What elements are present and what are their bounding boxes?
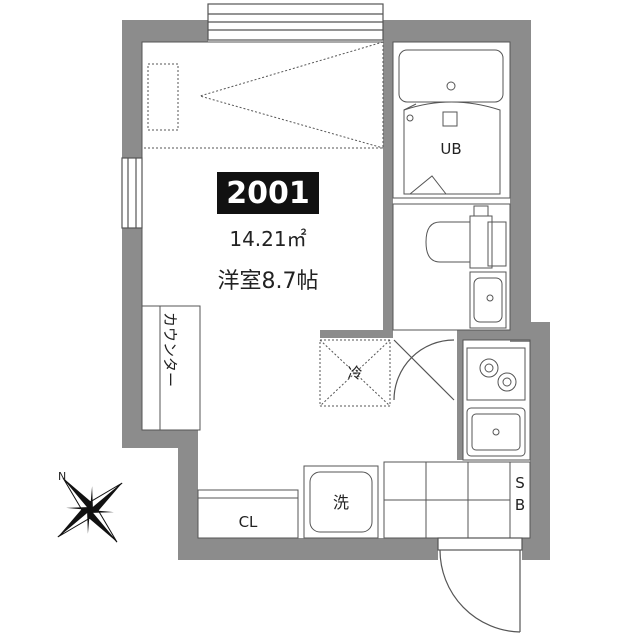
window-left: [121, 157, 143, 229]
washer-label: 洗: [333, 493, 349, 512]
bath-label: UB: [440, 140, 461, 158]
fridge-label: 冷: [347, 364, 362, 382]
wall-bottom-left: [178, 538, 438, 560]
unit-bath: [392, 41, 511, 199]
unit-badge-bg: [217, 172, 319, 214]
wall-left-upper: [122, 20, 142, 158]
kitchen-sink: [466, 407, 526, 457]
shower-valve: [406, 114, 414, 122]
bath-door: [409, 175, 447, 195]
stove: [466, 347, 526, 401]
wall-right-upper: [510, 20, 531, 342]
unit-number: 2001: [226, 176, 310, 211]
tub-drain: [446, 81, 456, 91]
entrance-floor: [383, 461, 511, 539]
wall-right-lower: [530, 322, 550, 560]
burner-1: [479, 358, 499, 378]
toilet-bowl: [425, 221, 471, 263]
toilet-paper: [487, 221, 507, 267]
walls: [122, 20, 550, 560]
wash-basin: [469, 271, 507, 329]
closet: [197, 489, 299, 539]
window-top: [207, 3, 384, 41]
toilet-pipe: [473, 205, 489, 217]
entrance-door: [437, 537, 523, 633]
shower-head: [403, 103, 417, 111]
shoe-box-label-b: B: [515, 496, 525, 514]
wall-top-left: [122, 20, 208, 42]
kitchen: [462, 339, 531, 461]
toilet-room: [392, 203, 511, 331]
wall-interior-ub: [383, 20, 393, 330]
counter: [141, 305, 201, 431]
shoe-box-label-s: S: [515, 474, 525, 492]
compass-icon: N: [57, 470, 123, 543]
unit-badge: 2001: [217, 172, 319, 214]
bath-floor: [403, 101, 501, 195]
wall-interior-kitchen: [457, 330, 530, 340]
burner-2: [497, 372, 517, 392]
washer: [303, 465, 379, 539]
counter-label: カウンター: [161, 312, 179, 387]
room-label: 洋室8.7帖: [218, 269, 319, 294]
wall-kitchen-side: [457, 330, 463, 460]
bed-pillow: [147, 63, 179, 131]
wall-interior-horizontal: [320, 330, 393, 338]
bed-blanket: [198, 41, 384, 149]
unit-area: 14.21㎡: [229, 227, 306, 251]
wall-left-lower: [122, 228, 142, 448]
room-door: [393, 339, 455, 401]
wall-lower-left: [178, 430, 198, 560]
toilet-tank: [469, 215, 493, 269]
bed: [141, 41, 384, 149]
fridge: [319, 339, 391, 407]
bathtub: [398, 49, 504, 103]
bath-drain: [442, 111, 458, 127]
wall-step: [122, 430, 180, 448]
wall-top-right: [383, 20, 531, 42]
north-label: N: [58, 470, 66, 483]
closet-label: CL: [239, 513, 258, 531]
